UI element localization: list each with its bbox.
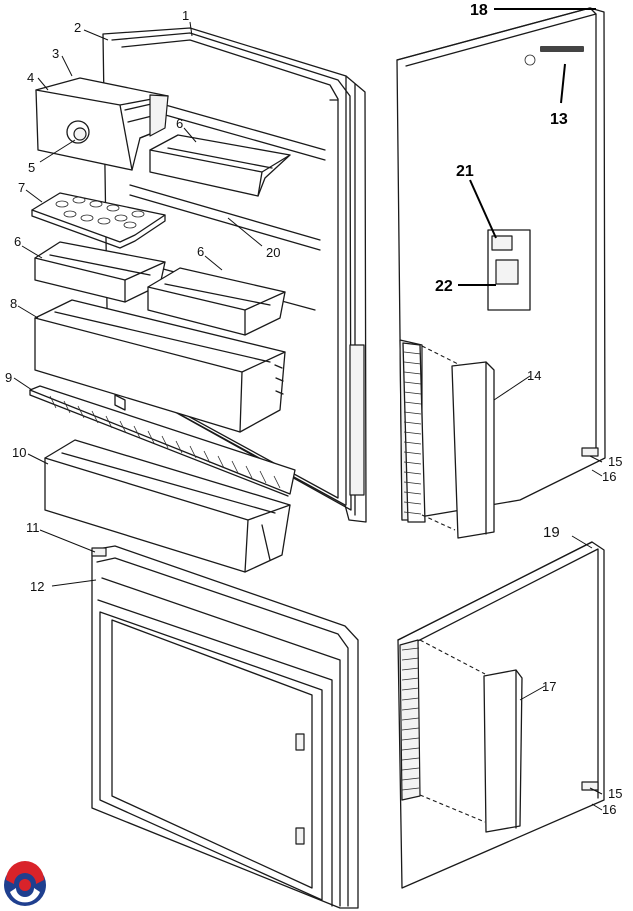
freezer-door-outer <box>397 541 605 889</box>
label-part-16-top: 16 <box>602 469 616 484</box>
label-part-13: 13 <box>550 111 568 128</box>
dairy-compartment <box>35 77 169 171</box>
label-part-9: 9 <box>5 370 12 385</box>
small-tray-right <box>147 267 286 336</box>
label-part-19: 19 <box>543 524 560 541</box>
label-part-14: 14 <box>527 368 541 383</box>
small-tray-top <box>149 134 291 197</box>
label-part-1: 1 <box>182 8 189 23</box>
label-part-20: 20 <box>266 245 280 260</box>
label-part-4: 4 <box>27 70 34 85</box>
freezer-door-inner-liner <box>91 545 359 909</box>
label-part-8: 8 <box>10 296 17 311</box>
label-part-11: 11 <box>26 520 40 535</box>
label-part-18: 18 <box>470 2 488 19</box>
part-labels: 1 2 3 4 5 6 6 6 7 8 9 10 11 12 13 14 15 … <box>5 2 622 817</box>
label-part-6-top: 6 <box>176 116 183 131</box>
fridge-door-outer <box>396 7 606 521</box>
large-door-bin <box>34 299 286 433</box>
egg-tray <box>31 192 166 249</box>
label-part-3: 3 <box>52 46 59 61</box>
small-tray-left <box>34 241 166 303</box>
label-part-2: 2 <box>74 20 81 35</box>
bottle-bin <box>44 439 291 573</box>
fridge-door-seal-and-handle <box>402 342 495 539</box>
label-part-22: 22 <box>435 278 453 295</box>
label-part-6-right: 6 <box>197 244 204 259</box>
label-part-5: 5 <box>28 160 35 175</box>
door-rail <box>29 385 296 497</box>
leader-lines <box>13 8 603 811</box>
label-part-12: 12 <box>30 579 44 594</box>
label-part-16-bottom: 16 <box>602 802 616 817</box>
label-part-21: 21 <box>456 163 474 180</box>
westinghouse-door-logo <box>540 46 584 52</box>
label-part-15-bottom: 15 <box>608 786 622 801</box>
label-part-17: 17 <box>542 679 556 694</box>
corner-emblem-icon <box>4 861 46 906</box>
label-part-7: 7 <box>18 180 25 195</box>
label-part-15-top: 15 <box>608 454 622 469</box>
label-part-10: 10 <box>12 445 26 460</box>
label-part-6-left: 6 <box>14 234 21 249</box>
